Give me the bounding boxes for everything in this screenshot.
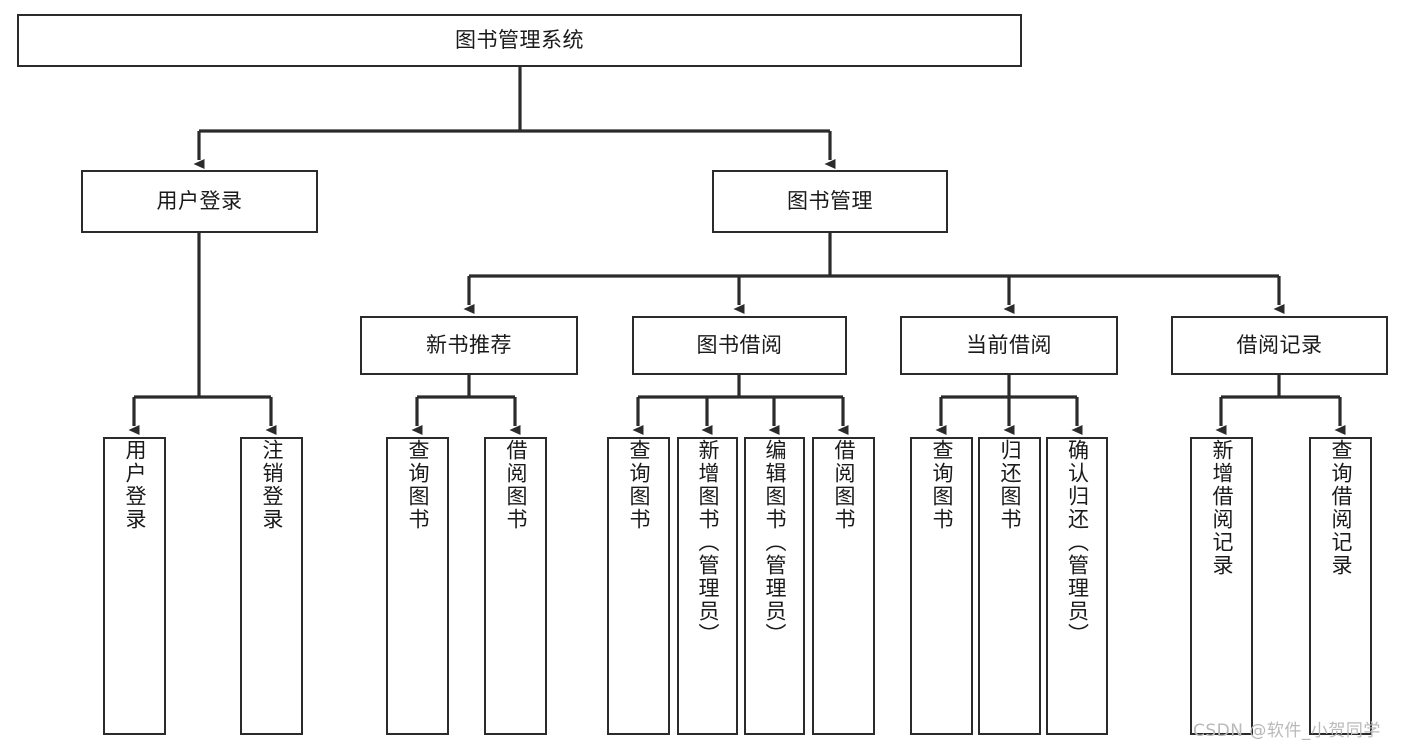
node-root[interactable]: 图书管理系统	[17, 14, 1022, 67]
node-user-login-label: 用户登录	[156, 189, 243, 214]
leaf-record-add-record-label: 新增借阅记录	[1210, 439, 1234, 577]
leaf-user-login-logout[interactable]: 注销登录	[240, 437, 303, 735]
leaf-borrow-borrow-book-label: 借阅图书	[832, 439, 856, 531]
node-book-borrow-label: 图书借阅	[696, 333, 783, 358]
node-current-borrow-label: 当前借阅	[966, 333, 1052, 358]
node-borrow-record[interactable]: 借阅记录	[1171, 316, 1388, 375]
node-borrow-record-label: 借阅记录	[1236, 333, 1323, 358]
node-root-label: 图书管理系统	[455, 28, 584, 53]
leaf-borrow-edit-book-admin[interactable]: 编辑图书（管理员）	[744, 437, 805, 735]
node-book-management-label: 图书管理	[787, 189, 873, 214]
leaf-current-return-book-label: 归还图书	[998, 439, 1022, 531]
watermark-text: CSDN @软件_小贺同学	[1193, 721, 1381, 741]
leaf-record-query-record[interactable]: 查询借阅记录	[1309, 437, 1372, 735]
leaf-record-add-record[interactable]: 新增借阅记录	[1190, 437, 1253, 735]
node-book-borrow[interactable]: 图书借阅	[632, 316, 847, 375]
leaf-borrow-add-book-admin[interactable]: 新增图书（管理员）	[677, 437, 738, 735]
leaf-borrow-query-book[interactable]: 查询图书	[607, 437, 670, 735]
leaf-record-query-record-label: 查询借阅记录	[1329, 439, 1353, 577]
leaf-current-query-book[interactable]: 查询图书	[910, 437, 973, 735]
leaf-recommend-query-book-label: 查询图书	[406, 439, 430, 531]
leaf-borrow-borrow-book[interactable]: 借阅图书	[812, 437, 875, 735]
leaf-current-confirm-return-admin-label: 确认归还（管理员）	[1065, 439, 1090, 646]
leaf-recommend-borrow-book[interactable]: 借阅图书	[484, 437, 547, 735]
node-book-management[interactable]: 图书管理	[712, 170, 948, 233]
leaf-borrow-query-book-label: 查询图书	[627, 439, 651, 531]
leaf-recommend-query-book[interactable]: 查询图书	[386, 437, 449, 735]
node-current-borrow[interactable]: 当前借阅	[900, 316, 1118, 375]
leaf-user-login-login-label: 用户登录	[123, 439, 147, 531]
leaf-user-login-logout-label: 注销登录	[260, 439, 284, 531]
leaf-current-confirm-return-admin[interactable]: 确认归还（管理员）	[1046, 437, 1108, 735]
node-new-book-recommend-label: 新书推荐	[426, 333, 512, 358]
leaf-user-login-login[interactable]: 用户登录	[103, 437, 166, 735]
leaf-recommend-borrow-book-label: 借阅图书	[504, 439, 528, 531]
node-new-book-recommend[interactable]: 新书推荐	[360, 316, 578, 375]
leaf-borrow-add-book-admin-label: 新增图书（管理员）	[696, 439, 720, 646]
leaf-borrow-edit-book-admin-label: 编辑图书（管理员）	[763, 439, 787, 646]
node-user-login[interactable]: 用户登录	[81, 170, 318, 233]
leaf-current-return-book[interactable]: 归还图书	[978, 437, 1041, 735]
leaf-current-query-book-label: 查询图书	[930, 439, 954, 531]
